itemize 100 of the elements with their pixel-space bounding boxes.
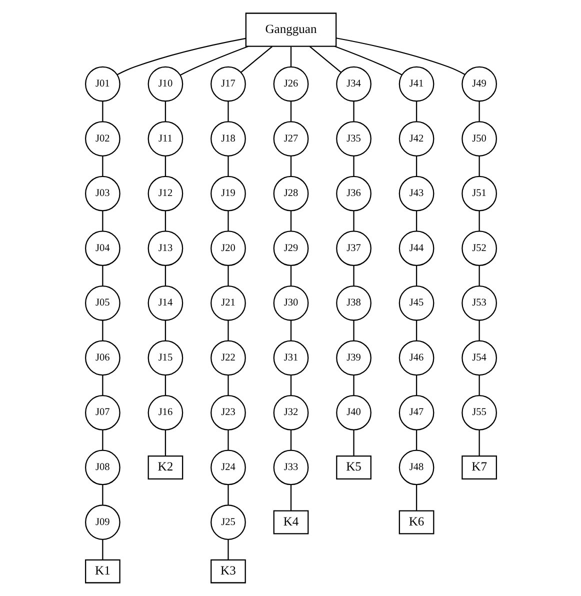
node-circle: J21 bbox=[210, 285, 246, 321]
connector bbox=[227, 430, 228, 450]
connector bbox=[102, 266, 103, 286]
connector bbox=[478, 266, 480, 286]
connector bbox=[352, 101, 354, 122]
node-circle: J31 bbox=[272, 340, 308, 376]
node-circle: J35 bbox=[336, 121, 371, 156]
node-circle: J23 bbox=[210, 395, 246, 430]
connector bbox=[352, 375, 354, 396]
node-circle: J40 bbox=[336, 395, 371, 430]
connector bbox=[478, 320, 480, 340]
connector bbox=[102, 320, 103, 340]
node-circle: J42 bbox=[398, 121, 434, 156]
node-circle: J30 bbox=[272, 285, 308, 321]
connector bbox=[478, 101, 480, 122]
connector bbox=[102, 156, 103, 176]
node-circle: J45 bbox=[398, 285, 434, 321]
node-circle: J14 bbox=[147, 285, 183, 321]
connector bbox=[102, 484, 103, 505]
node-circle: J15 bbox=[147, 340, 183, 376]
connector bbox=[415, 484, 417, 511]
connector bbox=[352, 156, 354, 176]
node-box: Gangguan bbox=[244, 12, 336, 47]
node-circle: J19 bbox=[210, 176, 246, 212]
connector bbox=[478, 430, 480, 456]
connector bbox=[227, 375, 228, 396]
connector bbox=[102, 540, 103, 560]
connector bbox=[290, 375, 292, 396]
connector bbox=[164, 320, 166, 340]
node-circle: J51 bbox=[461, 176, 496, 212]
connector bbox=[164, 210, 166, 231]
connector bbox=[290, 46, 292, 67]
connector bbox=[415, 210, 417, 231]
node-circle: J12 bbox=[147, 176, 183, 212]
connector bbox=[478, 156, 480, 176]
connector bbox=[290, 156, 292, 176]
node-circle: J08 bbox=[84, 450, 120, 486]
node-circle: J13 bbox=[147, 230, 183, 266]
connector bbox=[164, 101, 166, 122]
node-circle: J49 bbox=[461, 66, 496, 102]
node-circle: J46 bbox=[398, 340, 434, 376]
node-circle: J37 bbox=[336, 230, 371, 266]
node-circle: J27 bbox=[272, 121, 308, 156]
node-box: K5 bbox=[336, 456, 371, 480]
node-circle: J24 bbox=[210, 450, 246, 486]
node-circle: J07 bbox=[84, 395, 120, 430]
connector bbox=[415, 101, 417, 122]
node-box: K2 bbox=[147, 456, 183, 480]
connector bbox=[116, 38, 246, 76]
node-box: K7 bbox=[461, 456, 496, 480]
node-circle: J29 bbox=[272, 230, 308, 266]
connector bbox=[352, 266, 354, 286]
node-box: K3 bbox=[210, 559, 246, 584]
connector bbox=[290, 484, 292, 511]
node-circle: J55 bbox=[461, 395, 496, 430]
node-circle: J36 bbox=[336, 176, 371, 212]
node-circle: J28 bbox=[272, 176, 308, 212]
connector bbox=[102, 210, 103, 231]
connector bbox=[102, 375, 103, 396]
node-circle: J16 bbox=[147, 395, 183, 430]
connector bbox=[227, 484, 228, 505]
connector bbox=[227, 320, 228, 340]
node-circle: J25 bbox=[210, 504, 246, 540]
node-circle: J48 bbox=[398, 450, 434, 486]
node-circle: J53 bbox=[461, 285, 496, 321]
node-circle: J33 bbox=[272, 450, 308, 486]
connector bbox=[102, 101, 103, 122]
node-box: K4 bbox=[272, 510, 308, 534]
connector bbox=[290, 210, 292, 231]
connector bbox=[415, 375, 417, 396]
connector bbox=[415, 266, 417, 286]
connector bbox=[164, 375, 166, 396]
node-box: K6 bbox=[398, 510, 434, 534]
node-circle: J50 bbox=[461, 121, 496, 156]
node-circle: J44 bbox=[398, 230, 434, 266]
node-circle: J26 bbox=[272, 66, 308, 102]
node-circle: J06 bbox=[84, 340, 120, 376]
node-box: K1 bbox=[84, 559, 120, 584]
connector bbox=[308, 46, 341, 73]
connector bbox=[227, 210, 228, 231]
connector bbox=[352, 430, 354, 456]
connector bbox=[478, 210, 480, 231]
node-circle: J10 bbox=[147, 66, 183, 102]
node-circle: J41 bbox=[398, 66, 434, 102]
node-circle: J22 bbox=[210, 340, 246, 376]
node-circle: J09 bbox=[84, 504, 120, 540]
connector bbox=[336, 38, 465, 75]
connector bbox=[164, 156, 166, 176]
node-circle: J54 bbox=[461, 340, 496, 376]
connector bbox=[290, 266, 292, 286]
node-circle: J32 bbox=[272, 395, 308, 430]
node-circle: J43 bbox=[398, 176, 434, 212]
node-circle: J20 bbox=[210, 230, 246, 266]
node-circle: J01 bbox=[84, 66, 120, 102]
connector bbox=[415, 320, 417, 340]
connector bbox=[415, 156, 417, 176]
node-circle: J47 bbox=[398, 395, 434, 430]
node-circle: J17 bbox=[210, 66, 246, 102]
connector bbox=[164, 266, 166, 286]
node-circle: J11 bbox=[147, 121, 183, 156]
